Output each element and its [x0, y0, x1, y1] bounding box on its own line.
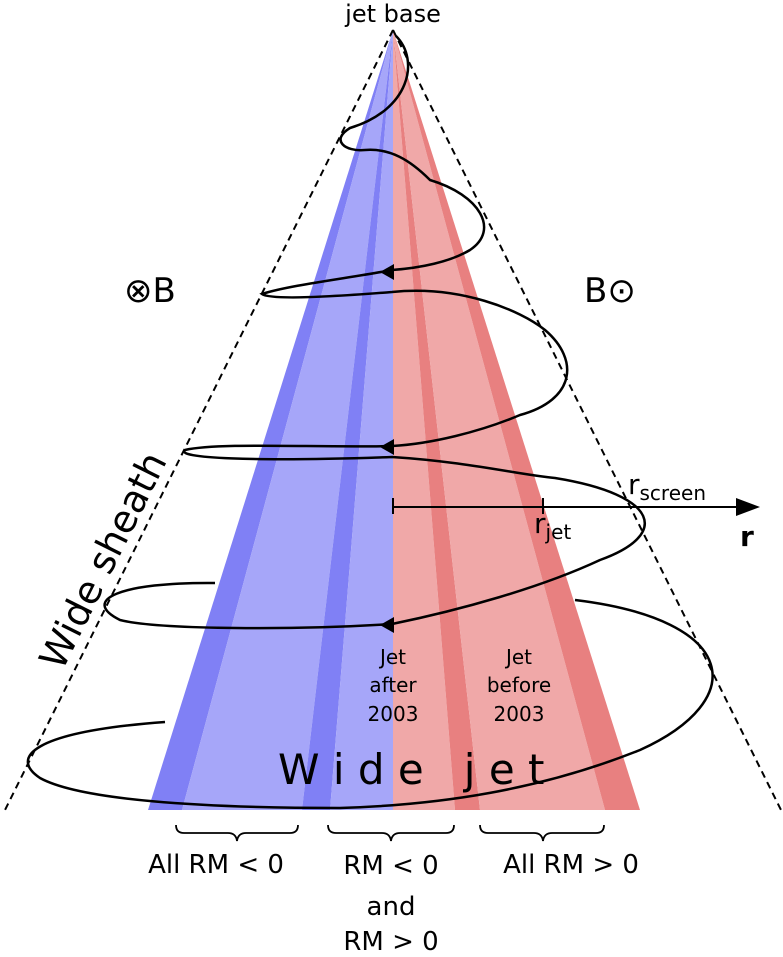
b-field-left-label: ⊗B	[124, 271, 176, 311]
brace-middle	[327, 824, 455, 842]
jet-after-line3: 2003	[368, 702, 419, 726]
bottom-braces	[175, 824, 605, 842]
brace-left	[175, 824, 299, 842]
blue-light-band	[182, 30, 393, 810]
blue-inner-band	[302, 30, 393, 810]
jet-cone	[148, 30, 640, 810]
blue-core	[330, 30, 393, 810]
helix-arrow-3	[380, 617, 394, 633]
wide-jet-label: W i d e j e t	[278, 745, 544, 794]
helix-arrow-2	[380, 439, 394, 455]
bottom-left-label: All RM < 0	[148, 850, 284, 880]
r-screen-label: rscreen	[628, 468, 706, 505]
wide-sheath-label: Wide sheath	[31, 445, 176, 676]
b-field-right-label: B⊙	[584, 271, 636, 311]
sheath-boundary	[4, 29, 782, 811]
radius-axis	[392, 498, 760, 516]
helix-arrow-1	[380, 264, 394, 280]
brace-right	[479, 824, 605, 842]
sheath-left-line	[4, 29, 394, 811]
sheath-right-line	[392, 29, 782, 811]
red-outer-band	[393, 30, 640, 810]
jet-before-line2: before	[487, 673, 551, 697]
jet-after-line1: Jet	[378, 645, 406, 669]
bottom-mid-line2: and	[367, 892, 416, 922]
bottom-mid-line3: RM > 0	[343, 927, 438, 957]
blue-outer-band	[148, 30, 393, 810]
r-jet-main: r	[534, 507, 546, 540]
r-axis-label: r	[740, 520, 754, 553]
jet-before-line1: Jet	[504, 645, 532, 669]
r-screen-main: r	[628, 468, 640, 501]
bottom-mid-line1: RM < 0	[343, 851, 438, 881]
jet-base-label: jet base	[344, 0, 441, 28]
bottom-right-label: All RM > 0	[503, 850, 639, 880]
jet-before-line3: 2003	[494, 702, 545, 726]
r-jet-sub: jet	[545, 520, 572, 544]
r-jet-label: rjet	[534, 507, 571, 544]
radius-axis-arrowhead	[736, 498, 760, 516]
helical-field	[26, 35, 714, 810]
helix-curve	[26, 35, 714, 810]
r-screen-sub: screen	[640, 481, 706, 505]
jet-after-line2: after	[369, 673, 417, 697]
